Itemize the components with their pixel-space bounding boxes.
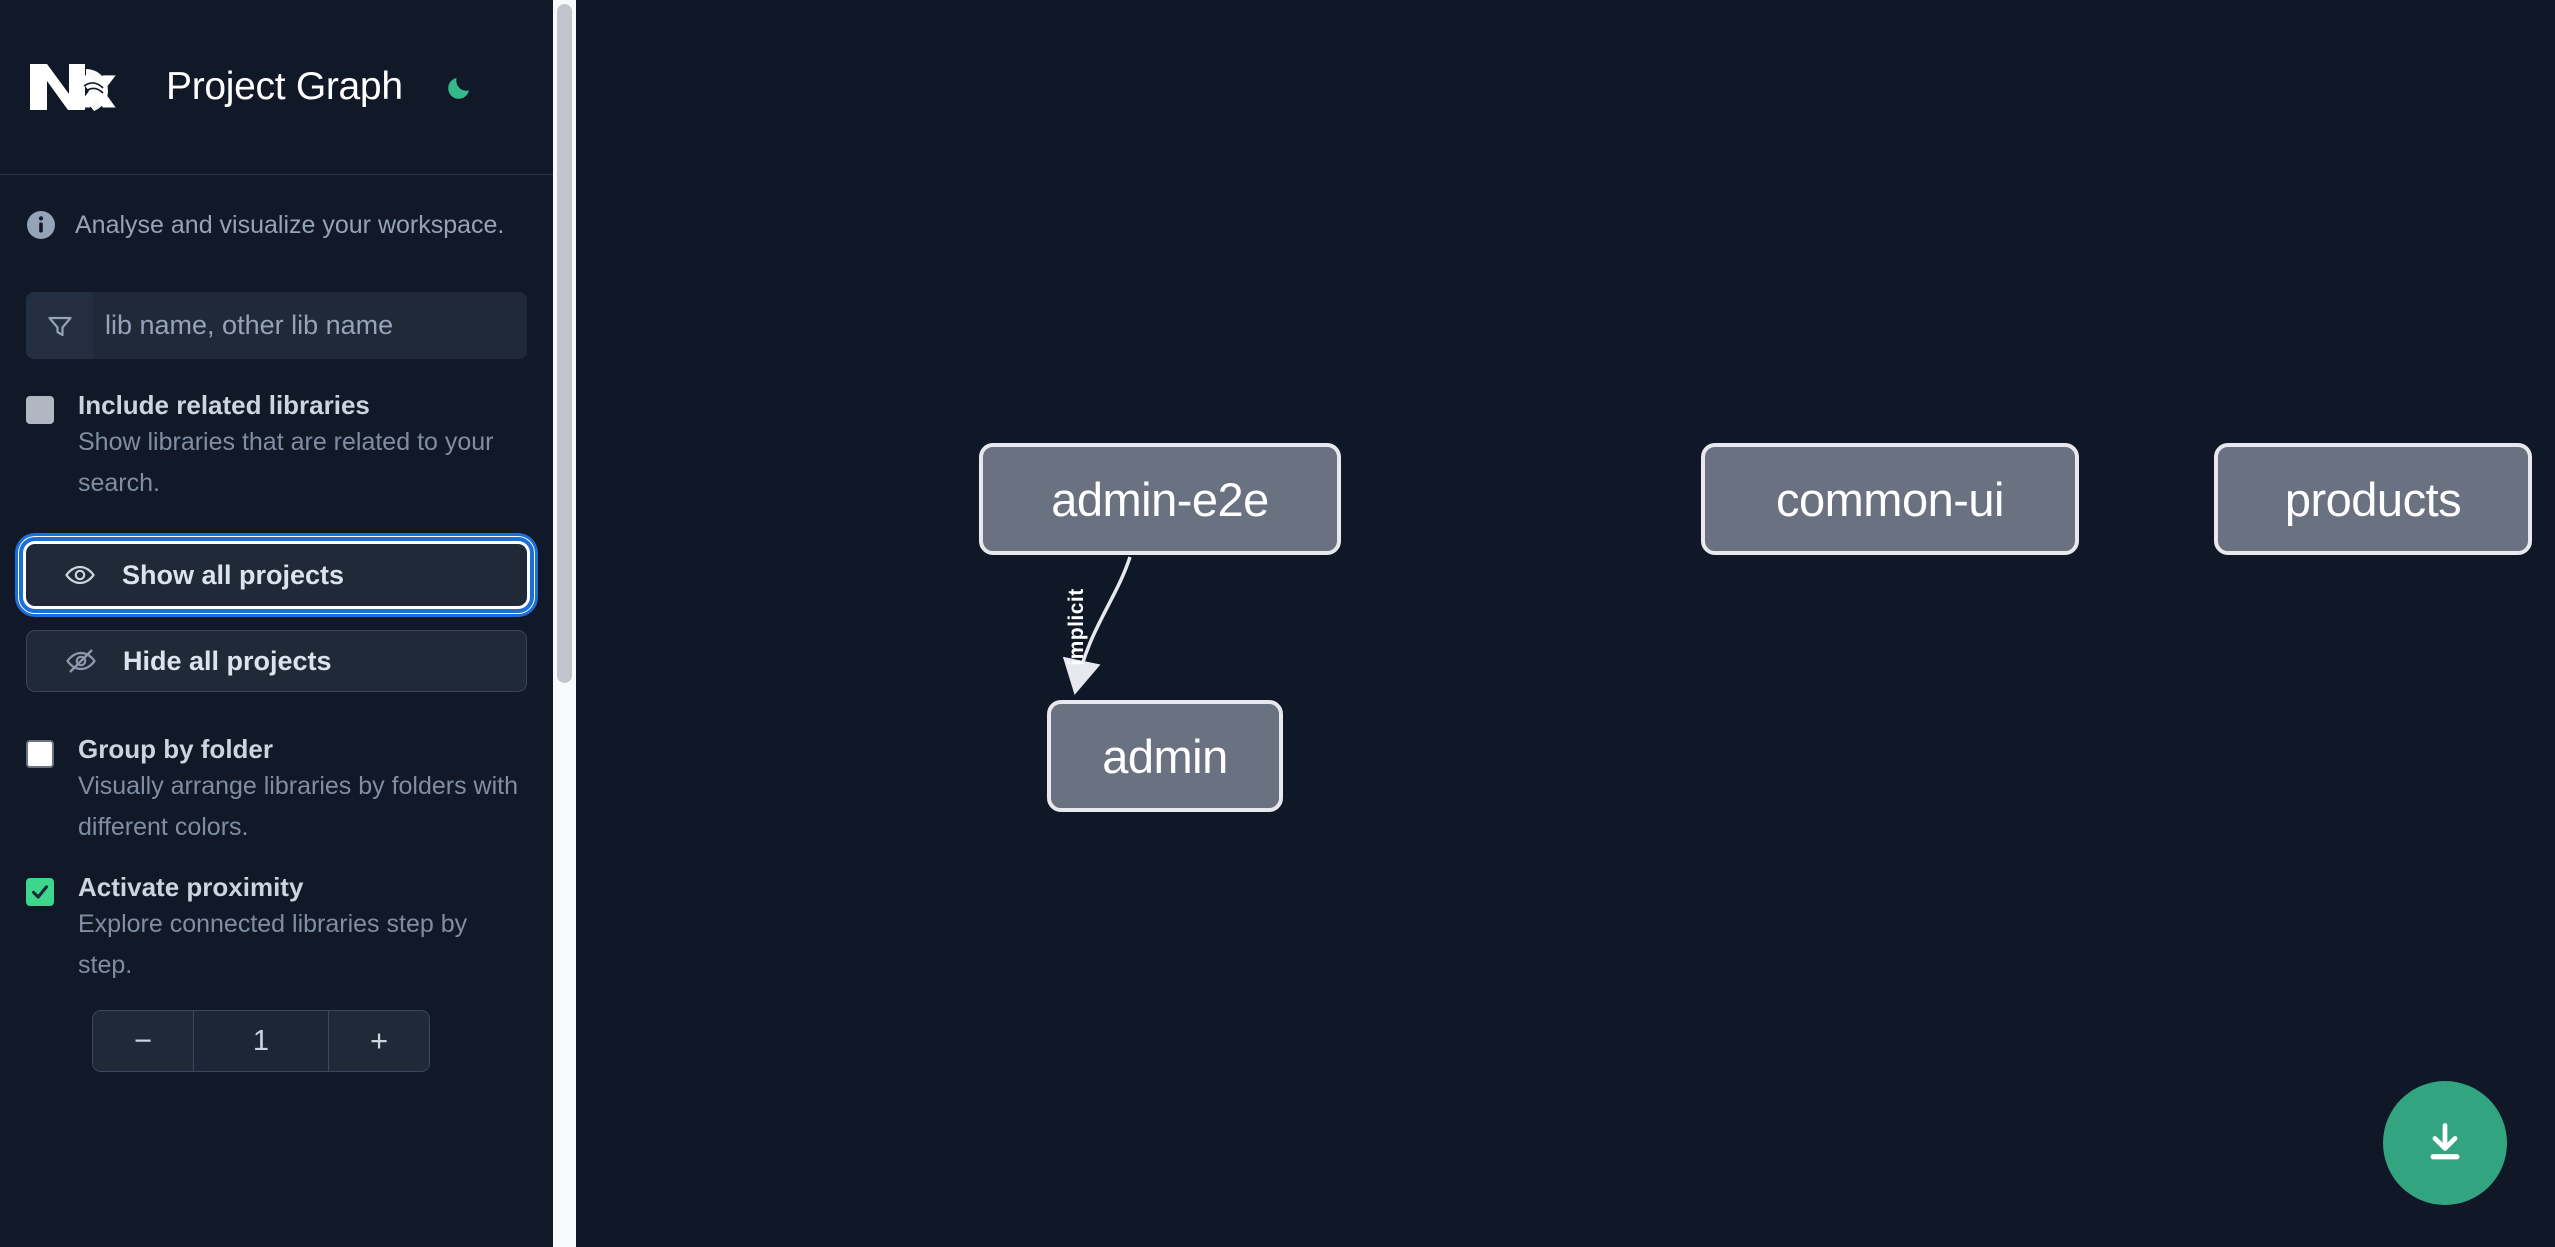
workspace-info: Analyse and visualize your workspace. [0, 175, 553, 275]
option-title: Activate proximity [78, 872, 304, 902]
hide-all-projects-label: Hide all projects [123, 645, 332, 676]
hide-all-projects-button[interactable]: Hide all projects [26, 630, 527, 692]
option-group-by-folder[interactable]: Group by folder Visually arrange librari… [0, 732, 553, 848]
option-description: Show libraries that are related to your … [78, 428, 494, 497]
graph-node-label: products [2284, 472, 2462, 526]
graph-node-admin-e2e[interactable]: admin-e2e [979, 443, 1341, 555]
show-all-projects-button[interactable]: Show all projects [19, 537, 534, 613]
option-activate-proximity[interactable]: Activate proximity Explore connected lib… [0, 870, 553, 986]
moon-icon[interactable] [439, 66, 481, 108]
graph-edges [1062, 556, 1132, 695]
download-graph-button[interactable] [2383, 1081, 2507, 1205]
graph-canvas[interactable]: implicit implicit admin-e2e common-ui pr… [576, 0, 2555, 1247]
graph-node-admin[interactable]: admin [1047, 700, 1283, 812]
graph-node-label: common-ui [1776, 472, 2004, 526]
filter-funnel-icon [26, 292, 93, 359]
search-bar [26, 292, 527, 359]
option-include-related-libraries[interactable]: Include related libraries Show libraries… [0, 388, 553, 504]
option-description: Explore connected libraries step by step… [78, 910, 468, 979]
sidebar-header: Project Graph [0, 0, 553, 175]
option-title: Include related libraries [78, 390, 370, 420]
show-all-projects-label: Show all projects [122, 559, 345, 590]
option-title: Group by folder [78, 734, 273, 764]
graph-node-label: admin-e2e [1051, 472, 1269, 526]
sidebar: Project Graph Analyse and visualize your… [0, 0, 553, 1247]
eye-off-icon [61, 641, 101, 681]
proximity-stepper: − 1 + [0, 1010, 553, 1072]
stepper-increment-button[interactable]: + [329, 1011, 429, 1071]
info-icon [26, 210, 56, 240]
projects-buttons: Show all projects Hide all projects [0, 537, 553, 692]
page-title: Project Graph [166, 65, 403, 108]
stepper-value[interactable]: 1 [193, 1011, 329, 1071]
eye-icon [60, 555, 100, 595]
option-description: Visually arrange libraries by folders wi… [78, 772, 519, 841]
graph-node-products[interactable]: products [2214, 443, 2532, 555]
checkbox-activate-proximity[interactable] [26, 878, 54, 906]
stepper-group: − 1 + [92, 1010, 430, 1072]
edge-label-implicit: implicit [1064, 588, 1088, 666]
graph-node-label: admin [1102, 729, 1228, 783]
workspace-info-text: Analyse and visualize your workspace. [75, 210, 505, 239]
checkbox-group-by-folder[interactable] [26, 740, 54, 768]
nx-logo-icon [26, 56, 122, 118]
checkbox-include-related-libraries[interactable] [26, 396, 54, 424]
graph-node-common-ui[interactable]: common-ui [1701, 443, 2079, 555]
download-icon [2419, 1116, 2471, 1171]
search-input[interactable] [93, 292, 527, 359]
button-spacer [26, 606, 527, 630]
stepper-decrement-button[interactable]: − [93, 1011, 193, 1071]
sidebar-scrollbar-thumb[interactable] [557, 4, 572, 683]
